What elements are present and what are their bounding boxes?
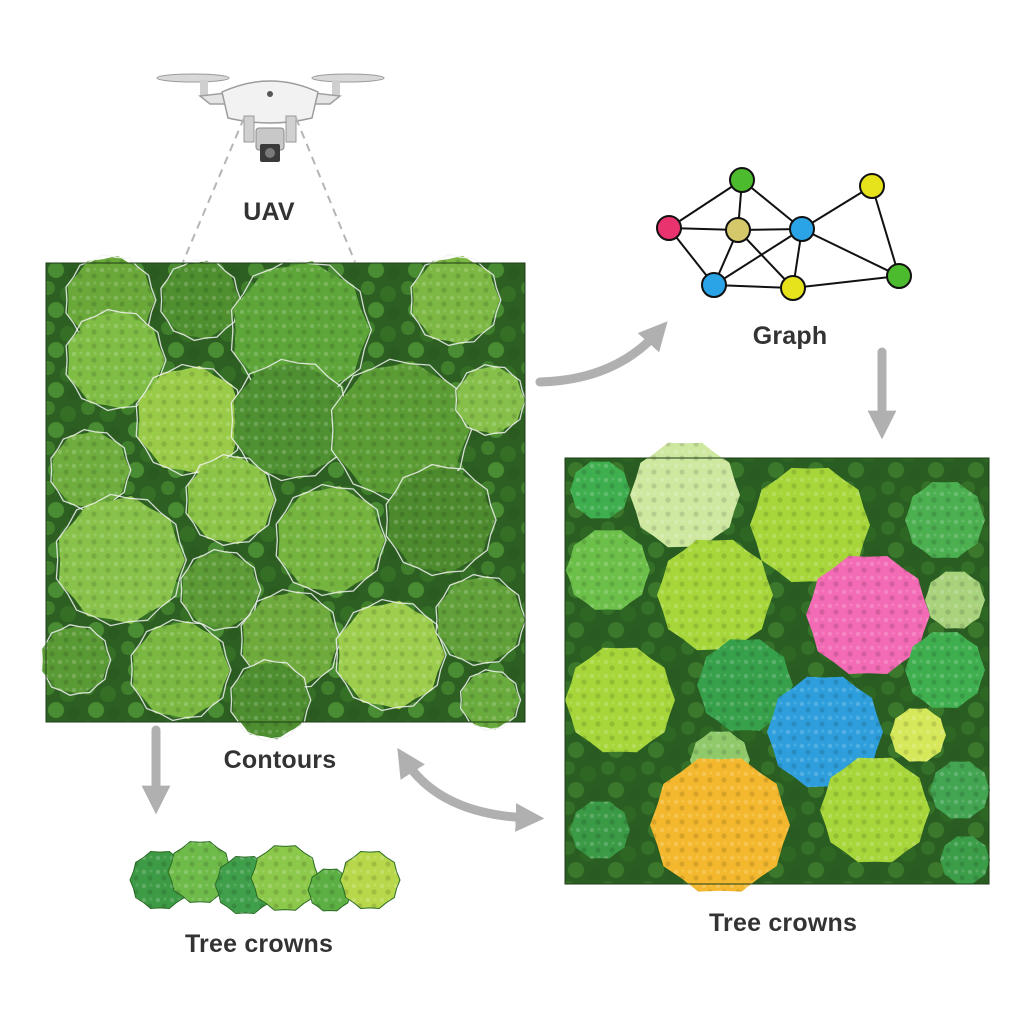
arrow-image-to-graph — [535, 321, 668, 387]
camera-icon — [255, 127, 285, 162]
segmented-crowns-image — [564, 442, 990, 892]
field-of-view-lines — [182, 117, 356, 263]
drone-icon — [156, 73, 385, 162]
contours-label: Contours — [223, 746, 337, 774]
graph-label: Graph — [752, 322, 828, 350]
uav-label: UAV — [243, 198, 295, 226]
arrow-contours-crowns-bidirectional — [397, 747, 545, 832]
aerial-canopy-image — [40, 253, 527, 742]
graph-diagram — [656, 167, 912, 301]
arrows — [141, 321, 897, 832]
tree-crowns-right-label: Tree crowns — [708, 909, 858, 937]
tree-crowns-strip — [129, 841, 401, 915]
tree-crowns-left-label: Tree crowns — [184, 930, 334, 958]
